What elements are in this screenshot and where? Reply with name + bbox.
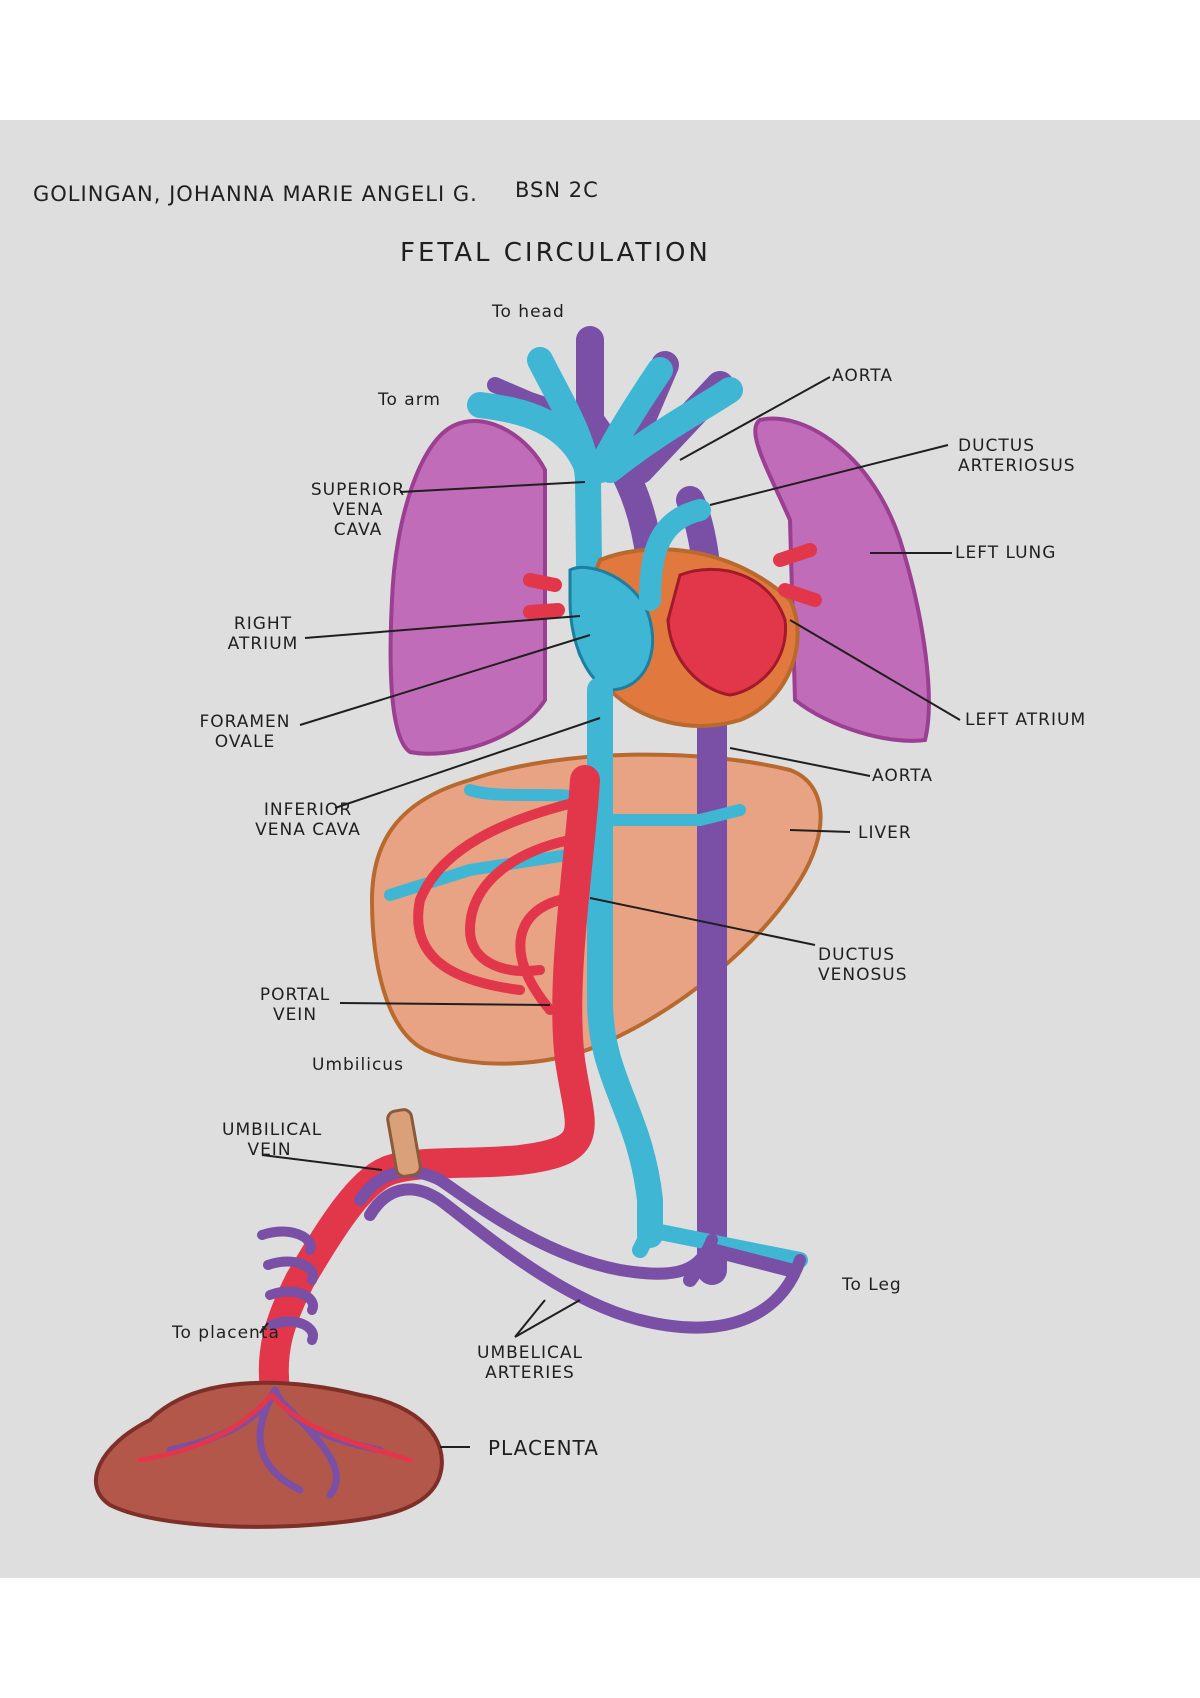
iliac-veins [632, 1222, 808, 1268]
right-lung [388, 419, 547, 756]
section-label: BSN 2C [515, 178, 599, 202]
label-portal-vein: PORTAL VEIN [250, 985, 340, 1025]
label-umbilical-arteries-line2: ARTERIES [485, 1363, 575, 1383]
label-left-lung: LEFT LUNG [955, 543, 1057, 563]
placenta-shape [93, 1380, 444, 1529]
label-portal-vein-line1: PORTAL [259, 985, 331, 1005]
portal-vein-branches [413, 795, 590, 1015]
label-foramen-ovale: FORAMEN OVALE [190, 712, 300, 752]
label-ivc-line1: INFERIOR [263, 800, 353, 820]
label-ductus-venosus-line2: VENOSUS [818, 965, 908, 985]
label-svc-line3: CAVA [333, 520, 383, 540]
label-ductus-venosus: DUCTUS VENOSUS [818, 945, 908, 985]
page-title: FETAL CIRCULATION [400, 238, 711, 268]
ductus-arteriosus-vessel [639, 499, 711, 611]
label-ductus-arteriosus-line2: ARTERIOSUS [958, 456, 1076, 476]
cord-twists [257, 1226, 318, 1345]
left-lung [753, 416, 931, 743]
pulmonary-veins-left [773, 543, 822, 607]
label-umbilicus: Umbilicus [312, 1055, 404, 1075]
label-umbilical-arteries-line1: UMBELICAL [477, 1343, 583, 1363]
superior-vena-cava-vessel [467, 347, 743, 663]
label-ductus-venosus-line1: DUCTUS [818, 945, 896, 965]
label-svc-line1: SUPERIOR [310, 480, 406, 500]
label-superior-vena-cava: SUPERIOR VENA CAVA [308, 480, 408, 540]
label-right-atrium: RIGHT ATRIUM [218, 614, 308, 654]
placenta-red-vessels [137, 1392, 413, 1463]
label-umbilical-vein-line1: UMBILICAL [222, 1120, 323, 1140]
label-aorta-mid: AORTA [872, 766, 933, 786]
label-umbilical-vein-line2: VEIN [247, 1140, 292, 1160]
heart-right-side [568, 565, 655, 692]
student-name: GOLINGAN, JOHANNA MARIE ANGELI G. [33, 182, 478, 206]
label-ductus-arteriosus: DUCTUS ARTERIOSUS [958, 436, 1076, 476]
inferior-vena-cava-vessel [587, 677, 663, 1248]
leader-lines [259, 376, 961, 1448]
label-aorta-top: AORTA [832, 366, 893, 386]
label-umbilical-vein: UMBILICAL VEIN [222, 1120, 323, 1160]
label-foramen-ovale-line1: FORAMEN [199, 712, 291, 732]
label-umbilical-arteries: UMBELICAL ARTERIES [470, 1343, 590, 1383]
label-to-arm: To arm [378, 390, 441, 410]
label-to-leg: To Leg [842, 1275, 902, 1295]
label-inferior-vena-cava: INFERIOR VENA CAVA [248, 800, 368, 840]
label-right-atrium-line1: RIGHT [233, 614, 293, 634]
label-left-atrium: LEFT ATRIUM [965, 710, 1087, 730]
label-to-placenta: To placenta [172, 1323, 280, 1343]
umbilical-artery-2 [364, 1183, 806, 1334]
heart-left-side [666, 567, 788, 697]
label-ivc-line2: VENA CAVA [255, 820, 361, 840]
label-liver: LIVER [858, 823, 912, 843]
label-to-head: To head [492, 302, 565, 322]
label-placenta: PLACENTA [488, 1436, 599, 1460]
label-svc-line2: VENA [332, 500, 384, 520]
umbilicus-ring [386, 1108, 422, 1178]
label-right-atrium-line2: ATRIUM [227, 634, 299, 654]
label-portal-vein-line2: VEIN [272, 1005, 318, 1025]
pulmonary-veins-right [523, 573, 565, 619]
iliac-arteries [683, 1243, 797, 1287]
umbilical-vein-vessel [258, 765, 600, 1405]
label-ductus-arteriosus-line1: DUCTUS [958, 436, 1036, 456]
label-foramen-ovale-line2: OVALE [214, 732, 276, 752]
